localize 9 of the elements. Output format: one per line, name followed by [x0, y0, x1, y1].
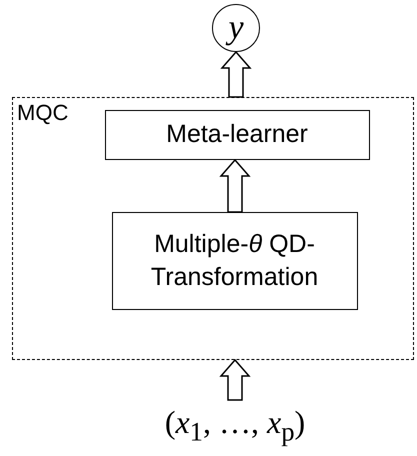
input-vector-text: (x$_{1}$, …, x$_{p}$) — [110, 400, 360, 452]
hollow-arrow — [219, 358, 251, 401]
dashed-group-box — [12, 97, 414, 360]
process-box: Meta-learner — [104, 110, 370, 160]
group-label: MQC — [17, 100, 68, 126]
output-circle: y — [212, 4, 260, 52]
process-box: Multiple-θ QD-Transformation — [112, 212, 358, 310]
hollow-arrow — [219, 158, 251, 213]
hollow-arrow — [220, 50, 252, 98]
